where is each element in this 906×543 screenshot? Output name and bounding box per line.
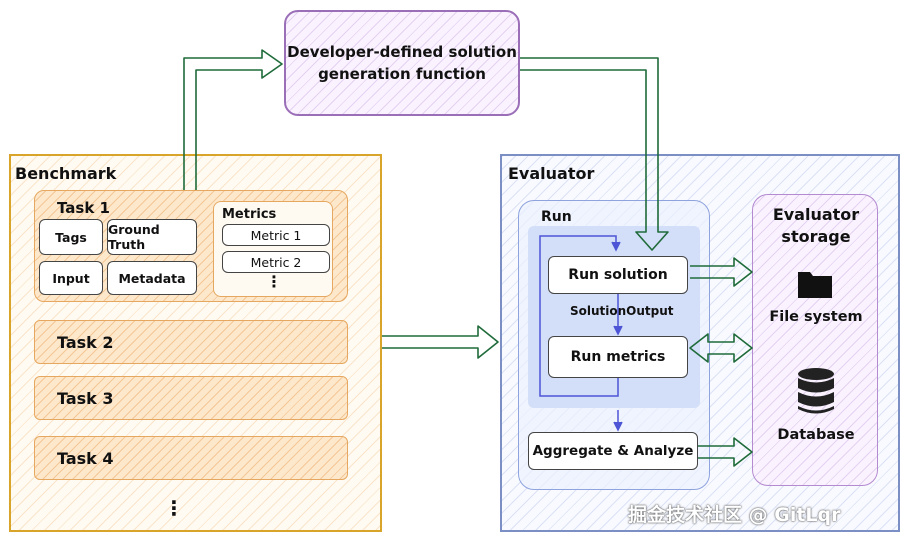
task-3-card[interactable]: Task 3: [34, 376, 348, 420]
aggregate-analyze-button[interactable]: Aggregate & Analyze: [528, 432, 698, 470]
tags-field[interactable]: Tags: [39, 219, 103, 255]
metric-1-label: Metric 1: [250, 227, 302, 243]
task1-title: Task 1: [57, 199, 110, 217]
metric-2[interactable]: Metric 2: [222, 251, 330, 273]
run-metrics-button[interactable]: Run metrics: [548, 336, 688, 378]
tags-label: Tags: [55, 229, 87, 245]
metadata-field[interactable]: Metadata: [107, 261, 197, 295]
folder-icon: [798, 272, 832, 298]
solution-output-label: SolutionOutput: [570, 304, 674, 318]
run-solution-to-storage-arrow: [690, 257, 753, 287]
input-field[interactable]: Input: [39, 261, 103, 295]
ground-truth-field[interactable]: Ground Truth: [107, 219, 197, 255]
task1-card[interactable]: Task 1 Tags Ground Truth Input Metadata …: [34, 190, 348, 302]
metrics-more-dots: ⋮: [266, 272, 282, 291]
run-title: Run: [541, 209, 572, 225]
storage-title-line2: storage: [781, 227, 851, 246]
task-4-label: Task 4: [57, 448, 114, 468]
watermark: 掘金技术社区 @ GitLqr: [628, 504, 841, 526]
input-label: Input: [52, 270, 90, 286]
task-3-label: Task 3: [57, 388, 114, 408]
database-icon: [798, 368, 834, 414]
task-4-card[interactable]: Task 4: [34, 436, 348, 480]
run-loop-arrows: [539, 235, 623, 432]
function-to-run-arrow: [520, 57, 669, 251]
run-solution-button[interactable]: Run solution: [548, 256, 688, 294]
metric-2-label: Metric 2: [250, 254, 302, 270]
aggregate-to-storage-arrow: [698, 437, 753, 467]
run-metrics-storage-double-arrow: [689, 333, 753, 363]
metrics-title: Metrics: [222, 207, 277, 222]
benchmark-more-dots: ⋮: [164, 496, 184, 520]
file-system-label: File system: [769, 309, 863, 325]
benchmark-to-function-arrow: [183, 49, 283, 190]
benchmark-to-evaluator-arrow: [382, 325, 499, 359]
solution-function-line2: generation function: [318, 65, 486, 83]
evaluator-storage-box: Evaluator storage File system Database: [752, 194, 878, 486]
run-solution-label: Run solution: [568, 267, 668, 283]
benchmark-title: Benchmark: [15, 164, 117, 183]
storage-title-line1: Evaluator: [772, 205, 860, 224]
solution-function-line1: Developer-defined solution: [287, 43, 517, 61]
task-2-label: Task 2: [57, 332, 114, 352]
task-2-card[interactable]: Task 2: [34, 320, 348, 364]
run-metrics-label: Run metrics: [570, 349, 666, 365]
metadata-label: Metadata: [118, 270, 186, 286]
aggregate-analyze-label: Aggregate & Analyze: [532, 443, 694, 459]
ground-truth-label: Ground Truth: [108, 222, 160, 252]
evaluator-title: Evaluator: [508, 164, 595, 183]
metrics-group: Metrics Metric 1 Metric 2 ⋮: [213, 201, 333, 297]
database-label: Database: [777, 427, 855, 443]
metric-1[interactable]: Metric 1: [222, 224, 330, 246]
solution-function-box: Developer-defined solution generation fu…: [284, 10, 520, 116]
